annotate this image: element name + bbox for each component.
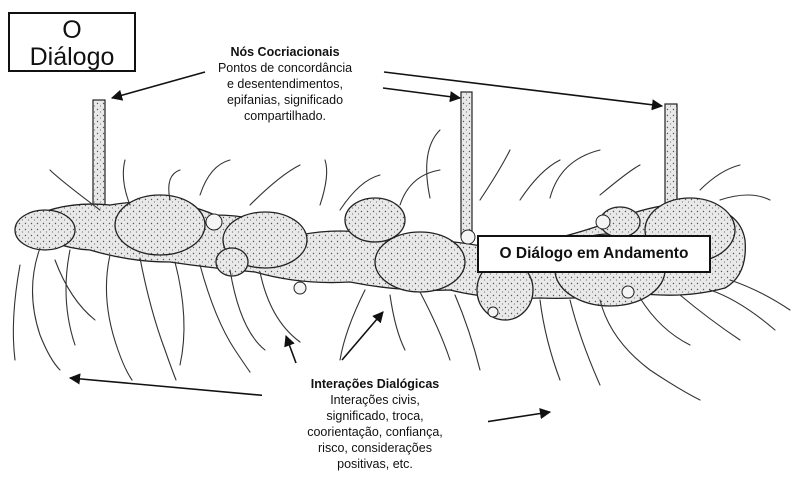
arrow-to-stem-middle xyxy=(383,88,460,98)
stem-right xyxy=(665,104,677,209)
tuber-4 xyxy=(345,198,405,242)
dialogic-interactions-heading: Interações Dialógicas xyxy=(266,376,484,392)
tuber-1 xyxy=(15,210,75,250)
cocreational-nodes-heading: Nós Cocriacionais xyxy=(195,44,375,60)
diagram-title-line-1: O xyxy=(10,17,134,44)
stem-left xyxy=(93,100,105,212)
ongoing-dialogue-label: O Diálogo em Andamento xyxy=(477,235,711,273)
diagram-title-line-2: Diálogo xyxy=(10,44,134,71)
dialogic-interactions-line: risco, considerações xyxy=(266,440,484,456)
dialogic-interactions-line: Interações civis, xyxy=(266,392,484,408)
cocreational-nodes-line: Pontos de concordância xyxy=(195,60,375,76)
diagram-title-box: O Diálogo xyxy=(8,12,136,72)
tuber-5 xyxy=(375,232,465,292)
tuber-2 xyxy=(115,195,205,255)
cocreational-nodes-caption: Nós Cocriacionais Pontos de concordância… xyxy=(195,44,375,124)
arrow-to-stem-left xyxy=(112,72,205,98)
arrow-to-stem-right xyxy=(384,72,662,106)
dialogic-interactions-caption: Interações Dialógicas Interações civis, … xyxy=(262,376,488,472)
cocreational-nodes-line: e desentendimentos, xyxy=(195,76,375,92)
dialogic-interactions-line: significado, troca, xyxy=(266,408,484,424)
arrow-to-root-middle xyxy=(342,312,383,360)
cocreational-nodes-line: epifanias, significado xyxy=(195,92,375,108)
tuber-9 xyxy=(216,248,248,276)
dialogic-interactions-line: coorientação, confiança, xyxy=(266,424,484,440)
arrow-to-root-left xyxy=(286,336,296,363)
arrow-to-root-far-left xyxy=(70,378,270,396)
dialogic-interactions-line: positivas, etc. xyxy=(266,456,484,472)
cocreational-nodes-line: compartilhado. xyxy=(195,108,375,124)
stem-middle xyxy=(461,92,472,237)
